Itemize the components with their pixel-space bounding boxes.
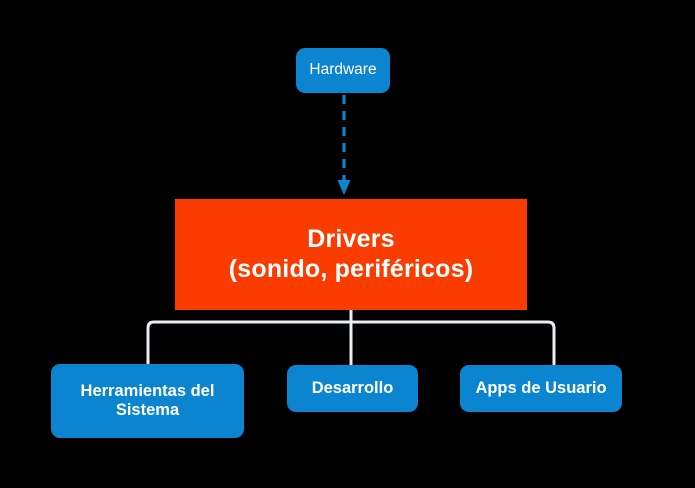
edge-hardware-to-drivers <box>337 95 351 195</box>
arrowhead-down-icon <box>337 180 351 195</box>
edge-drivers-to-children <box>146 308 556 367</box>
node-apps-de-usuario[interactable]: Apps de Usuario <box>460 365 622 412</box>
edge-drivers-to-herramientas-line <box>146 320 353 367</box>
node-herramientas-label-line2: Sistema <box>115 401 180 419</box>
node-apps-label: Apps de Usuario <box>475 378 607 397</box>
node-herramientas-del-sistema[interactable]: Herramientas del Sistema <box>51 364 244 438</box>
node-hardware-label: Hardware <box>309 61 377 79</box>
node-drivers-label-line1: Drivers <box>307 225 395 253</box>
node-desarrollo-label: Desarrollo <box>311 378 394 397</box>
node-desarrollo[interactable]: Desarrollo <box>287 365 418 412</box>
node-herramientas-label: Herramientas del Sistema <box>81 382 215 421</box>
edge-drivers-to-apps-line <box>349 320 556 367</box>
node-hardware[interactable]: Hardware <box>296 48 390 93</box>
node-drivers-label-line2: (sonido, periféricos) <box>228 254 474 283</box>
node-herramientas-label-line1: Herramientas del <box>80 381 215 400</box>
node-drivers[interactable]: Drivers (sonido, periféricos) <box>175 199 527 310</box>
node-drivers-label: Drivers (sonido, periféricos) <box>219 225 484 284</box>
